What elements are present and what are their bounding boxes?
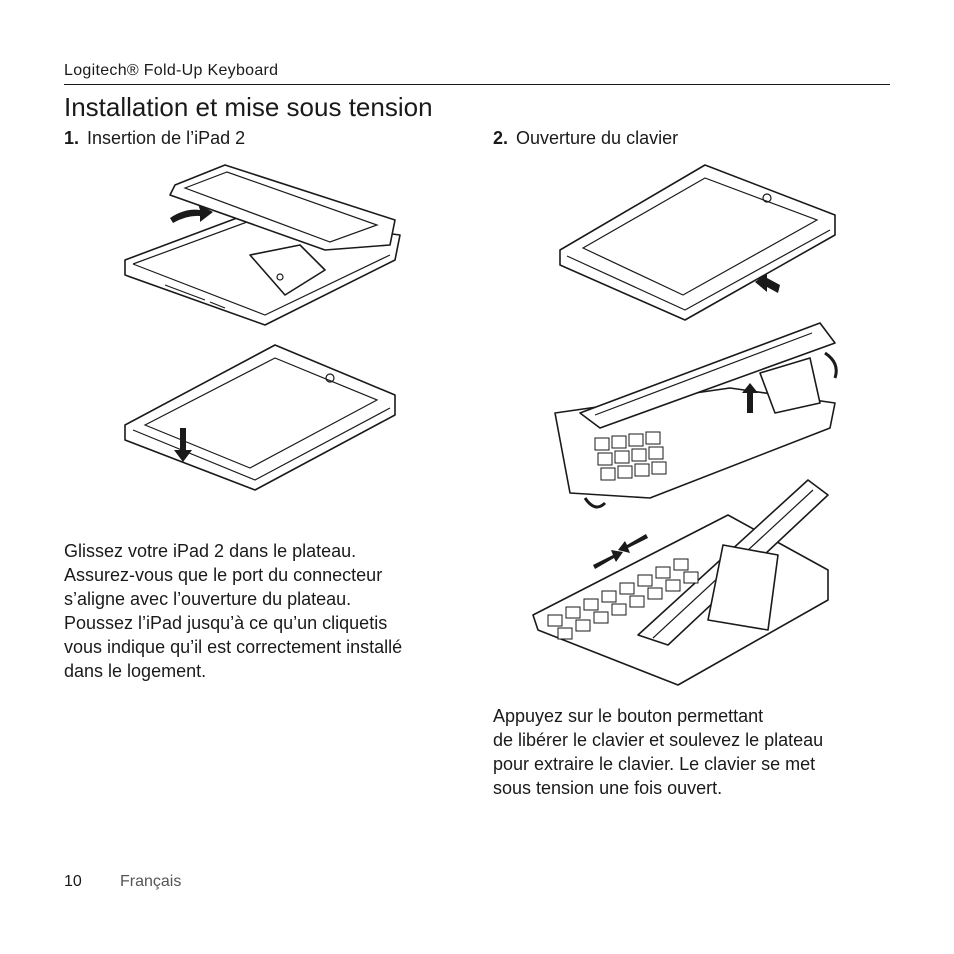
- page-number: 10: [64, 873, 82, 890]
- illustration-ipad-insert-slide: [124, 164, 401, 326]
- step-1-heading: 1. Insertion de l’iPad 2: [64, 127, 245, 149]
- keyboard-keys-partial: [594, 431, 667, 481]
- page-title: Installation et mise sous tension: [64, 92, 433, 122]
- keyboard-keys-full: [547, 558, 699, 640]
- step-1-instructions: Glissez votre iPad 2 dans le plateau. As…: [64, 541, 403, 681]
- step-1-label: Insertion de l’iPad 2: [87, 128, 246, 148]
- step-2-label: Ouverture du clavier: [516, 128, 679, 148]
- running-header: Logitech® Fold-Up Keyboard: [64, 62, 279, 79]
- illustration-keyboard-unfolded: [532, 479, 829, 686]
- illustration-ipad-insert-press: [124, 344, 396, 491]
- step-2-heading: 2. Ouverture du clavier: [493, 127, 678, 149]
- step-2-instructions: Appuyez sur le bouton permettant de libé…: [493, 706, 824, 798]
- step-1-number: 1.: [64, 128, 80, 148]
- step-2-number: 2.: [493, 128, 509, 148]
- illustration-folio-lifting: [554, 322, 838, 509]
- footer-language: Français: [120, 873, 182, 890]
- illustration-folio-closed: [559, 164, 836, 321]
- header-rule: [64, 84, 890, 85]
